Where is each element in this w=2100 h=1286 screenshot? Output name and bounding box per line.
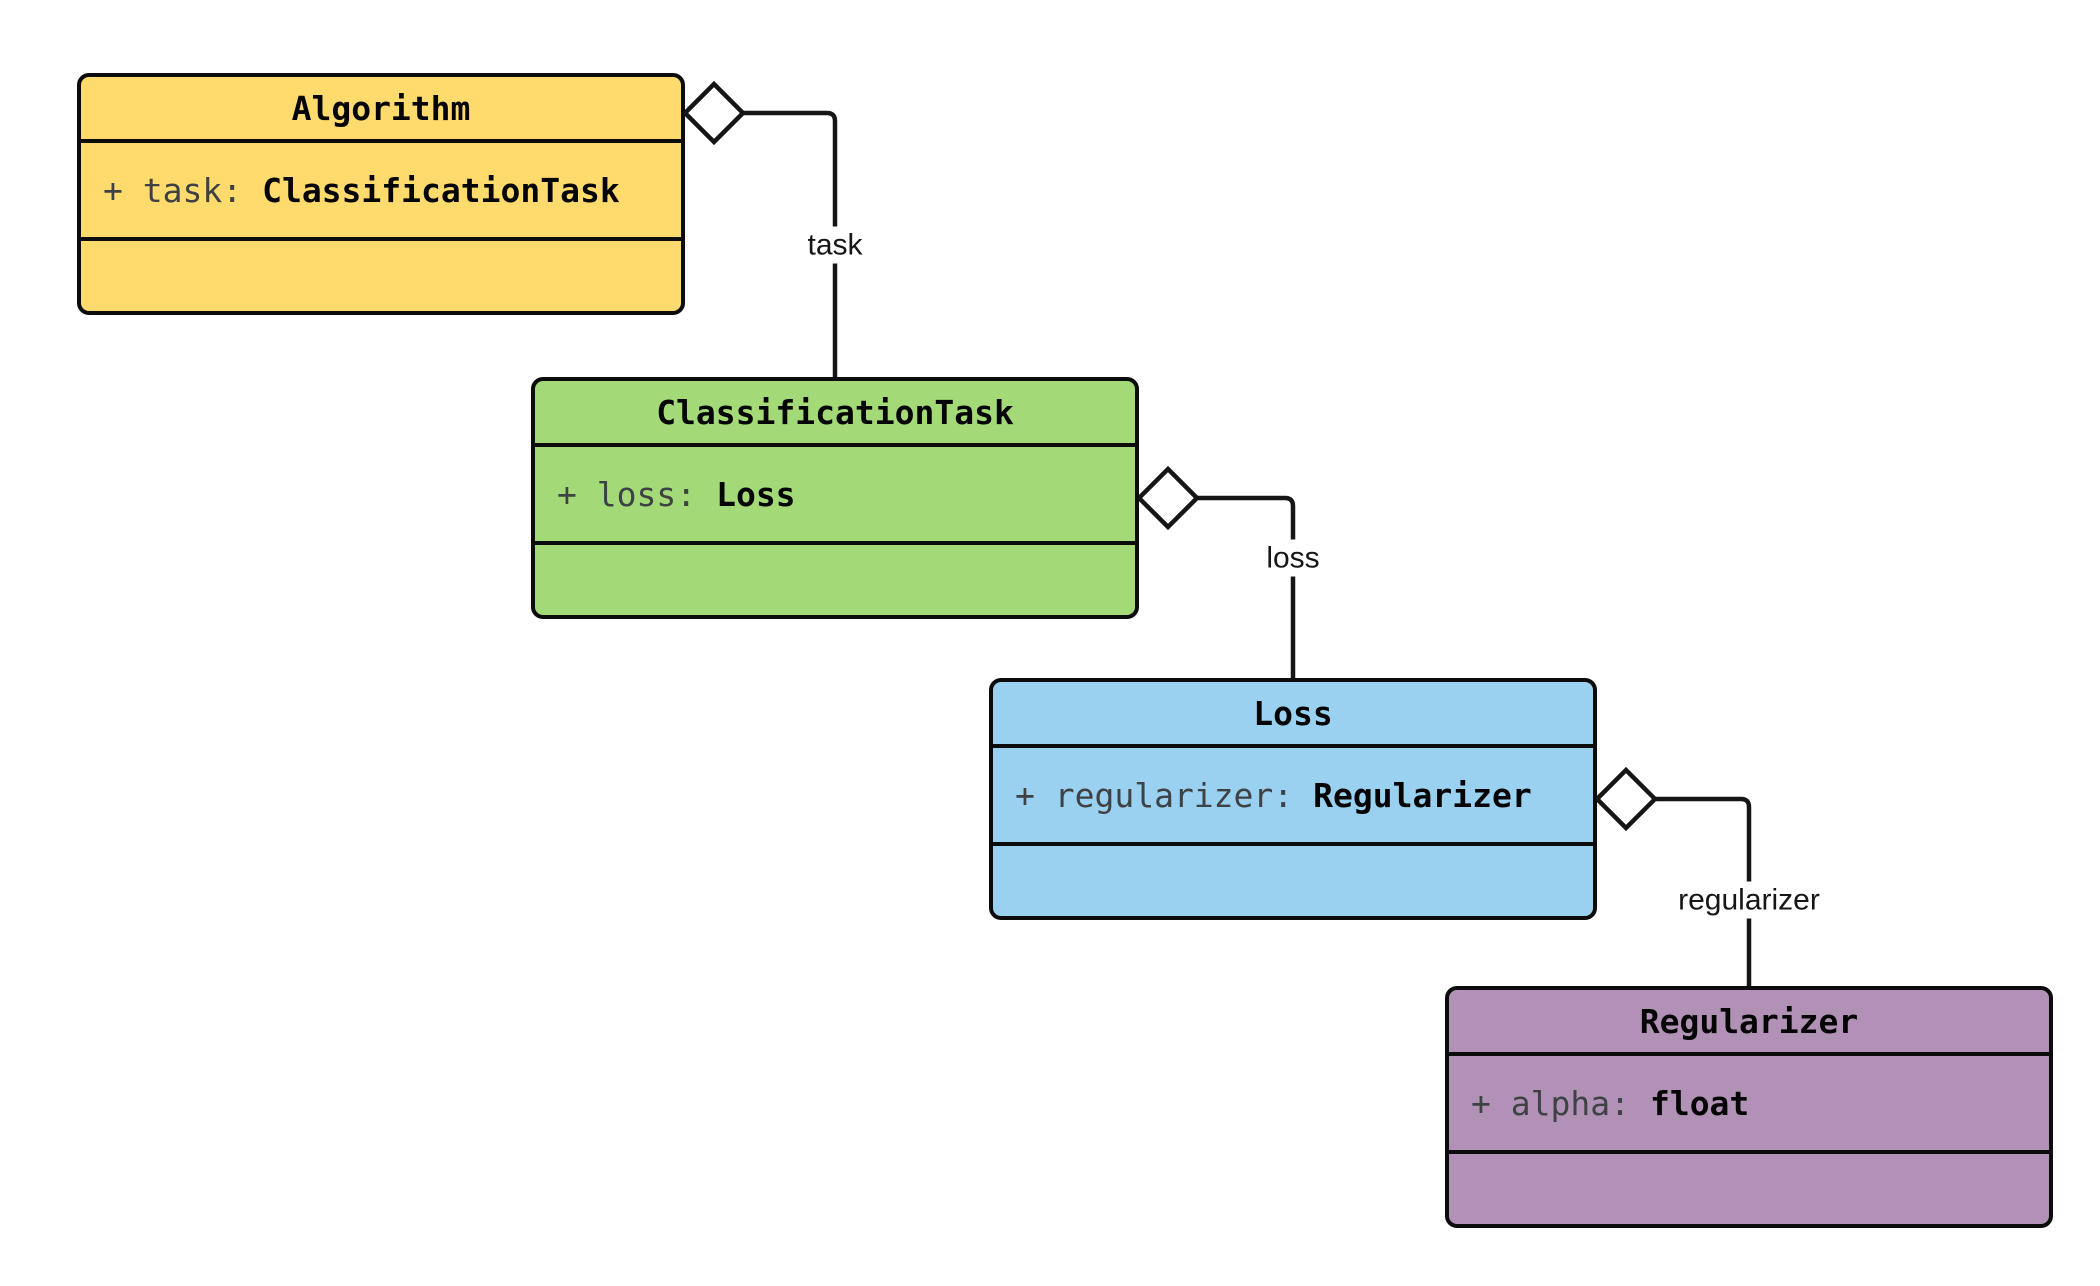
attribute-name: + alpha: [1471,1083,1630,1123]
class-name-classificationtask: ClassificationTask [656,392,1014,432]
edge-regularizer [1655,796,1752,986]
class-attributes-classificationtask: + loss: Loss [535,443,1135,541]
edge-loss [1197,495,1296,678]
class-name-algorithm: Algorithm [291,88,471,128]
aggregation-diamond-loss [1135,465,1201,531]
class-name-regularizer: Regularizer [1639,1001,1859,1041]
attribute-type: Regularizer [1313,775,1532,815]
class-methods-empty [993,842,1593,916]
attribute-type: Loss [716,474,796,514]
attribute-name: + loss: [557,474,697,514]
uml-class-loss[interactable]: Loss + regularizer: Regularizer [989,678,1597,920]
relation-label-task: task [799,226,871,264]
class-attributes-loss: + regularizer: Regularizer [993,744,1593,842]
uml-class-regularizer[interactable]: Regularizer + alpha: float [1445,986,2053,1228]
relation-label-loss: loss [1258,539,1328,577]
attribute-type: ClassificationTask [262,170,620,210]
class-methods-empty [81,237,681,311]
aggregation-diamond-task [681,80,747,146]
uml-class-algorithm[interactable]: Algorithm + task: ClassificationTask [77,73,685,315]
class-methods-empty [535,541,1135,615]
relation-label-regularizer: regularizer [1670,881,1828,919]
attribute-type: float [1649,1083,1750,1123]
class-attributes-regularizer: + alpha: float [1449,1052,2049,1150]
attribute-name: + task: [103,170,243,210]
attribute-name: + regularizer: [1015,775,1294,815]
class-methods-empty [1449,1150,2049,1224]
edge-task [743,110,838,377]
uml-class-classificationtask[interactable]: ClassificationTask + loss: Loss [531,377,1139,619]
class-name-loss: Loss [1253,693,1333,733]
class-attributes-algorithm: + task: ClassificationTask [81,139,681,237]
aggregation-diamond-regularizer [1593,766,1659,832]
